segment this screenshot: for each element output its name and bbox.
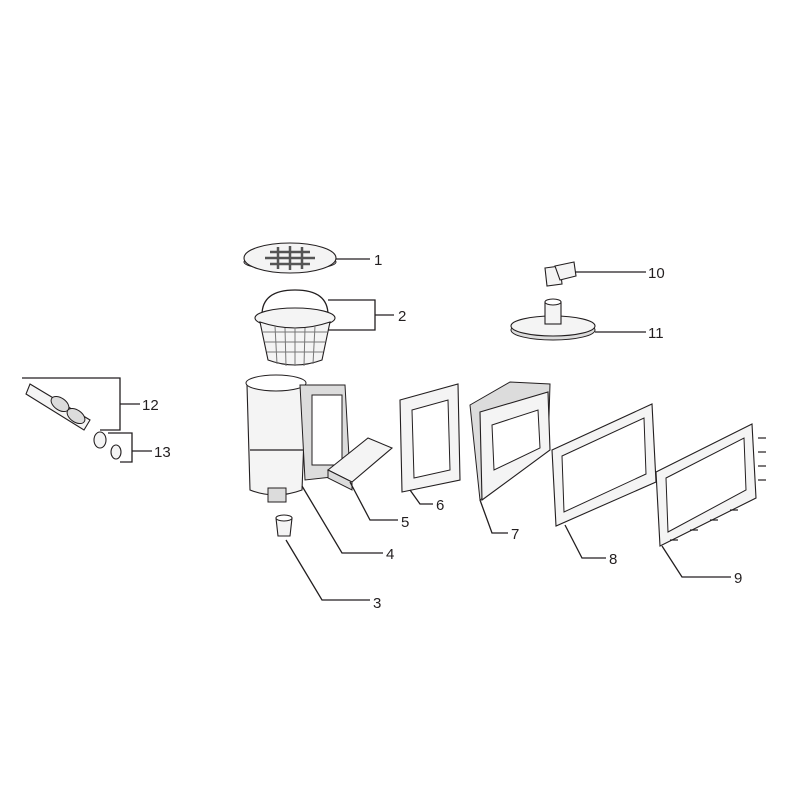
leader-lines — [22, 258, 731, 601]
part-label-3: 3 — [373, 595, 381, 612]
part-4-skimmer-body — [245, 374, 351, 503]
part-3-fitting — [275, 514, 293, 537]
part-10-elbow — [544, 261, 577, 287]
part-7-faceplate — [469, 381, 551, 502]
part-label-7: 7 — [511, 526, 519, 543]
part-6-gasket — [399, 383, 461, 493]
part-12-hose-adapter — [25, 383, 91, 431]
part-label-8: 8 — [609, 551, 617, 568]
part-label-13: 13 — [154, 444, 171, 461]
part-9-faceplate — [655, 423, 766, 547]
part-13-adapter-rings — [93, 431, 122, 460]
part-11-vacuum-plate — [510, 298, 596, 341]
part-label-9: 9 — [734, 570, 742, 587]
part-label-2: 2 — [398, 308, 406, 325]
part-label-4: 4 — [386, 546, 394, 563]
part-label-11: 11 — [648, 325, 664, 342]
part-8-gasket — [551, 403, 657, 527]
part-label-10: 10 — [648, 265, 665, 282]
part-label-12: 12 — [142, 397, 159, 414]
part-1-lid — [243, 242, 337, 274]
part-label-6: 6 — [436, 497, 444, 514]
part-2-basket — [254, 289, 336, 367]
part-label-5: 5 — [401, 514, 409, 531]
part-label-1: 1 — [374, 252, 382, 269]
part-5-weir — [326, 437, 394, 491]
